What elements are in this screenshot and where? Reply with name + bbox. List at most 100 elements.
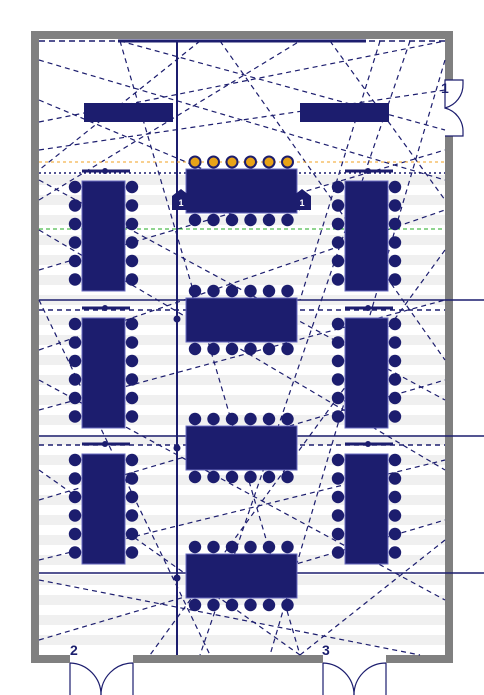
sightline-ray: [38, 579, 421, 656]
chair-icon: [331, 472, 345, 485]
chair-icon: [388, 546, 402, 559]
chair-icon: [331, 217, 345, 231]
chair-icon: [125, 180, 139, 194]
chair-icon: [331, 453, 345, 467]
door-2-opening: [70, 655, 133, 663]
chair-icon: [331, 254, 345, 268]
chair-icon: [262, 470, 276, 484]
table-marker-dot: [102, 441, 108, 447]
chair-icon: [281, 284, 294, 298]
chair-icon: [68, 527, 82, 541]
chair-icon: [68, 453, 82, 467]
chair-icon: [281, 412, 294, 426]
sightline-ray: [38, 299, 446, 411]
table-surface: [81, 317, 126, 429]
chair-icon: [388, 490, 402, 504]
camera-left-label: 1: [178, 198, 183, 208]
chair-icon: [388, 354, 402, 368]
table-vertical[interactable]: [331, 168, 402, 292]
floor-stripe: [39, 615, 445, 625]
chair-icon: [125, 546, 139, 559]
chair-icon: [125, 317, 139, 331]
chair-icon: [281, 540, 294, 554]
camera-left[interactable]: 1: [172, 189, 190, 210]
floor-stripe: [39, 635, 445, 645]
chair-icon: [388, 472, 402, 485]
door-3[interactable]: [322, 662, 387, 695]
chair-icon: [262, 412, 276, 426]
chair-icon: [281, 470, 294, 484]
chair-icon: [388, 273, 402, 286]
table-surface: [185, 553, 298, 599]
chair-icon: [331, 180, 345, 194]
table-surface: [344, 180, 389, 292]
chair-icon: [125, 410, 139, 423]
chair-icon: [388, 336, 402, 349]
door-1[interactable]: [444, 79, 464, 137]
table-horizontal[interactable]: [185, 155, 298, 227]
chair-icon: [262, 284, 276, 298]
sightline-ray: [38, 229, 446, 471]
chair-icon: [125, 373, 139, 386]
table-vertical[interactable]: [68, 441, 139, 565]
table-horizontal[interactable]: [185, 412, 298, 484]
chair-icon: [125, 527, 139, 541]
chair-icon: [388, 373, 402, 386]
chair-icon: [281, 342, 294, 356]
sightline-ray: [119, 40, 446, 131]
chair-icon: [188, 598, 202, 612]
chair-icon: [68, 472, 82, 485]
tables-layer: [68, 155, 402, 612]
camera-icon: [293, 189, 311, 210]
table-horizontal[interactable]: [185, 284, 298, 356]
table-vertical[interactable]: [68, 168, 139, 292]
chair-icon: [188, 470, 202, 484]
chair-icon: [68, 391, 82, 405]
chair-icon: [125, 453, 139, 467]
chair-icon: [188, 342, 202, 356]
junction-dot: [173, 315, 181, 323]
chair-icon: [207, 470, 220, 484]
floor-stripe: [39, 215, 445, 225]
chair-icon: [262, 540, 276, 554]
junction-dot: [173, 574, 181, 582]
camera-right[interactable]: 1: [293, 189, 311, 210]
chair-icon: [207, 213, 220, 227]
table-vertical[interactable]: [331, 305, 402, 429]
table-marker-dot: [102, 168, 108, 174]
chair-icon: [188, 540, 202, 554]
chair-icon: [68, 273, 82, 286]
chair-icon: [68, 254, 82, 268]
sightline-ray: [299, 40, 381, 301]
chair-icon: [68, 509, 82, 522]
podium-left: [84, 103, 173, 122]
chair-icon: [68, 546, 82, 559]
chair-icon: [281, 213, 294, 227]
table-vertical[interactable]: [331, 441, 402, 565]
table-horizontal[interactable]: [185, 540, 298, 612]
chair-icon: [125, 509, 139, 522]
chair-icon: [331, 354, 345, 368]
door-2[interactable]: [69, 662, 134, 695]
chair-icon: [331, 509, 345, 522]
sightline-ray: [219, 40, 446, 361]
table-vertical[interactable]: [68, 305, 139, 429]
chair-icon: [68, 354, 82, 368]
chair-icon: [331, 236, 345, 249]
table-marker-dot: [365, 305, 371, 311]
chair-icon: [388, 254, 402, 268]
chair-icon: [331, 391, 345, 405]
table-surface: [185, 297, 298, 343]
chair-icon: [68, 217, 82, 231]
chair-icon: [244, 342, 257, 356]
chair-icon: [188, 213, 202, 227]
chair-icon: [125, 336, 139, 349]
chair-icon: [207, 284, 220, 298]
floor-stripe: [39, 395, 445, 405]
chair-icon: [207, 412, 220, 426]
chair-icon: [207, 540, 220, 554]
chair-icon: [125, 254, 139, 268]
chair-icon: [244, 213, 257, 227]
junction-dot: [173, 444, 181, 452]
